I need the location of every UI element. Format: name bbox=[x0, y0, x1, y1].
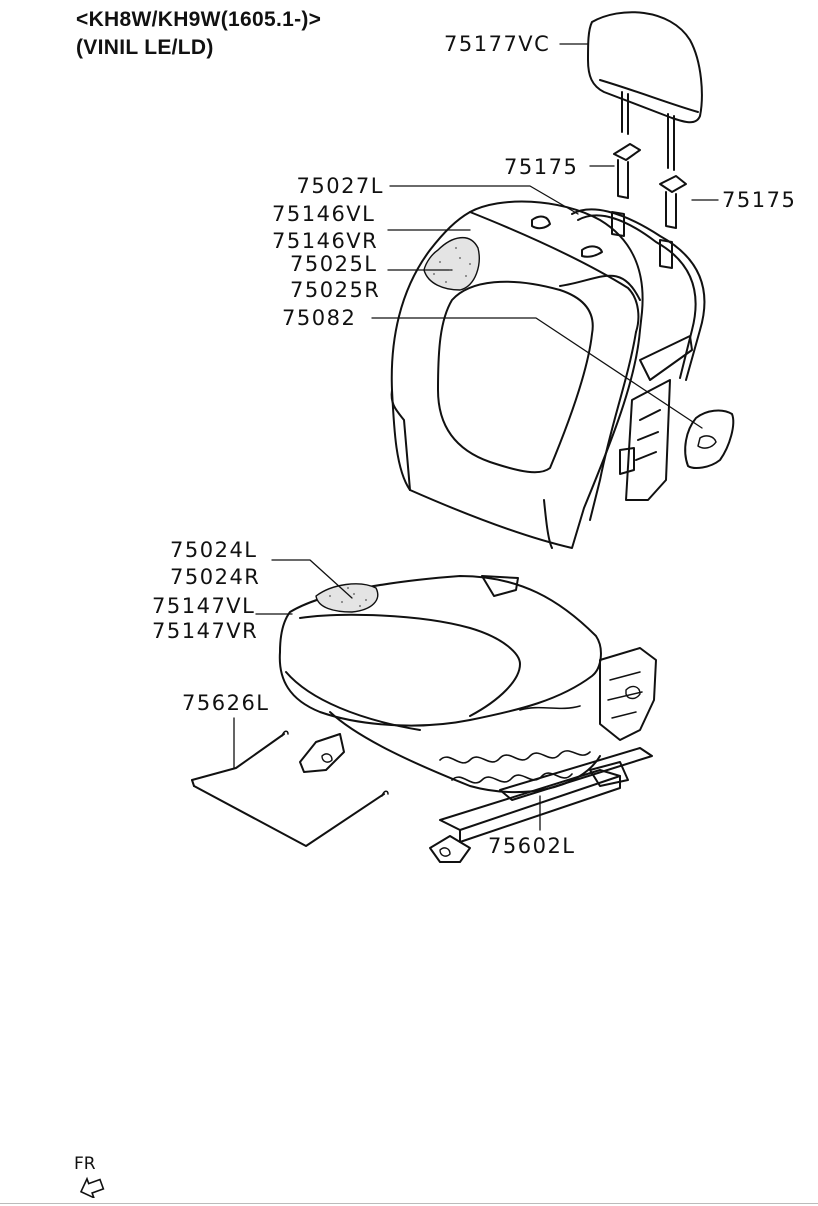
part-label-headrest: 75177VC bbox=[444, 32, 551, 56]
model-code-title: <KH8W/KH9W(1605.1-)> bbox=[76, 8, 322, 31]
part-label-seat-adjuster: 75602L bbox=[488, 834, 576, 858]
part-label-cushion-pad-right: 75024R bbox=[170, 565, 261, 589]
leader-lines bbox=[233, 43, 719, 831]
headrest-guide-right-drawing bbox=[659, 175, 687, 229]
pad-stipple bbox=[329, 247, 471, 607]
trim-subtitle: (VINIL LE/LD) bbox=[76, 36, 214, 59]
wire-drawing bbox=[191, 730, 389, 847]
headrest-drawing bbox=[587, 11, 703, 171]
diagram-header: <KH8W/KH9W(1605.1-)> (VINIL LE/LD) bbox=[76, 6, 321, 62]
part-label-back-pad-right: 75025R bbox=[290, 278, 381, 302]
seat-cushion-drawing bbox=[278, 575, 657, 794]
part-label-back-cover-right: 75146VR bbox=[272, 229, 379, 253]
seatback-drawing bbox=[390, 200, 706, 549]
back-pad-drawing bbox=[423, 237, 480, 291]
page-bottom-border bbox=[0, 1203, 818, 1204]
front-direction-label: FR bbox=[74, 1154, 96, 1174]
part-label-back-pad-left: 75025L bbox=[290, 252, 378, 276]
part-label-back-frame: 75027L bbox=[296, 174, 384, 198]
part-label-cushion-cover-right: 75147VR bbox=[152, 619, 259, 643]
part-label-wire: 75626L bbox=[182, 691, 270, 715]
part-label-back-cover-left: 75146VL bbox=[272, 202, 376, 226]
cushion-pad-drawing bbox=[315, 583, 379, 613]
part-label-headrest-guide-right: 75175 bbox=[722, 188, 797, 212]
part-label-cushion-cover-left: 75147VL bbox=[152, 594, 256, 618]
part-label-recliner-cover: 75082 bbox=[282, 306, 357, 330]
part-label-cushion-pad-left: 75024L bbox=[170, 538, 258, 562]
recliner-cover-drawing bbox=[684, 409, 735, 469]
front-direction-arrow-icon bbox=[79, 1176, 105, 1198]
headrest-guide-left-drawing bbox=[613, 143, 641, 199]
part-label-headrest-guide-left: 75175 bbox=[504, 155, 579, 179]
